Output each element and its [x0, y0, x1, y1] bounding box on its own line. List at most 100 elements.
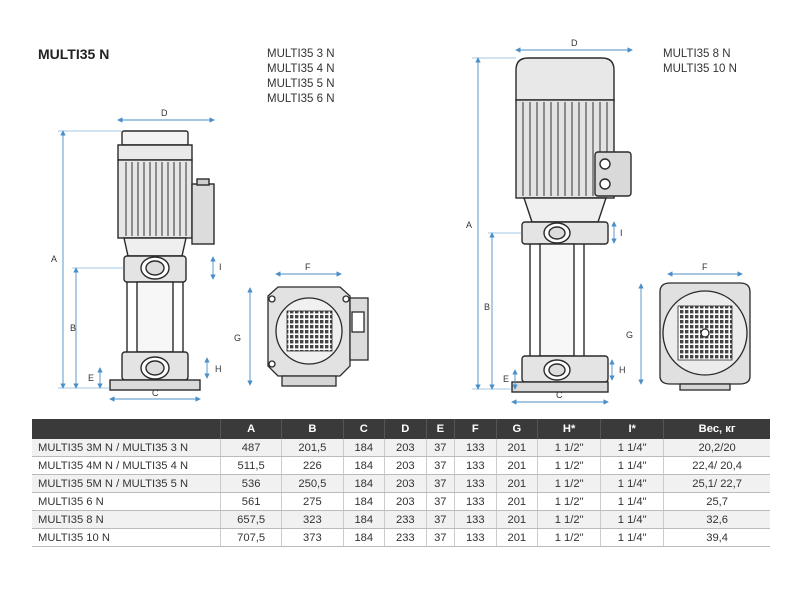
dim-label-h: H [215, 364, 222, 374]
dimensions-right-top [638, 271, 743, 385]
dimensions-table: A B C D E F G H* I* Вес, кг MULTI35 3M N… [32, 419, 770, 547]
col-header-d: D [384, 419, 427, 439]
dimensions-left-top [247, 271, 342, 386]
cell: 37 [426, 510, 456, 529]
cell: 226 [281, 456, 344, 475]
cell: 201 [496, 474, 539, 493]
model-label: MULTI35 3 N [267, 48, 335, 60]
cell: 201,5 [281, 439, 344, 457]
col-header-g: G [496, 419, 539, 439]
cell: 1 1/2" [537, 474, 602, 493]
cell: 1 1/2" [537, 510, 602, 529]
col-header-h: H* [537, 419, 602, 439]
dim-label-e-right: E [503, 374, 509, 384]
cell-model: MULTI35 3M N / MULTI35 3 N [32, 439, 221, 457]
cell: 373 [281, 528, 344, 547]
cell-model: MULTI35 6 N [32, 492, 221, 511]
dim-label-c: C [152, 388, 159, 398]
dim-label-h-right: H [619, 365, 626, 375]
pump-left-side-view [109, 130, 215, 391]
cell: 184 [343, 456, 386, 475]
cell: 250,5 [281, 474, 344, 493]
table-header-row: A B C D E F G H* I* Вес, кг [32, 419, 770, 439]
cell: 37 [426, 492, 456, 511]
cell-weight: 39,4 [663, 528, 770, 547]
dim-label-i-right: I [620, 228, 623, 238]
cell: 1 1/2" [537, 492, 602, 511]
dim-label-g-right: G [626, 330, 633, 340]
cell-model: MULTI35 10 N [32, 528, 221, 547]
cell: 561 [220, 492, 283, 511]
model-label: MULTI35 5 N [267, 78, 335, 90]
cell: 203 [384, 492, 427, 511]
cell: 323 [281, 510, 344, 529]
cell: 1 1/4" [600, 510, 665, 529]
cell: 133 [454, 474, 497, 493]
cell: 201 [496, 492, 539, 511]
dim-label-a-right: A [466, 220, 472, 230]
cell: 203 [384, 439, 427, 457]
cell: 1 1/4" [600, 528, 665, 547]
cell: 133 [454, 492, 497, 511]
cell: 201 [496, 528, 539, 547]
cell: 133 [454, 528, 497, 547]
model-label: MULTI35 8 N [663, 48, 731, 60]
cell-model: MULTI35 5M N / MULTI35 5 N [32, 474, 221, 493]
dim-label-g-left: G [234, 333, 241, 343]
cell-weight: 20,2/20 [663, 439, 770, 457]
dim-label-f-right: F [702, 262, 708, 272]
dim-label-f-left: F [305, 262, 311, 272]
col-header-i: I* [600, 419, 665, 439]
table-row: MULTI35 10 N 707,5 373 184 233 37 133 20… [32, 528, 770, 547]
col-header-b: B [281, 419, 344, 439]
model-label: MULTI35 6 N [267, 93, 335, 105]
cell: 201 [496, 510, 539, 529]
model-label: MULTI35 10 N [663, 63, 737, 75]
diagram-title: MULTI35 N [38, 46, 110, 62]
cell-weight: 25,7 [663, 492, 770, 511]
col-header-weight: Вес, кг [663, 419, 770, 439]
models-list-left: MULTI35 3 N MULTI35 4 N MULTI35 5 N MULT… [267, 47, 335, 107]
cell: 37 [426, 474, 456, 493]
cell: 203 [384, 456, 427, 475]
table-row: MULTI35 8 N 657,5 323 184 233 37 133 201… [32, 510, 770, 529]
table-row: MULTI35 6 N 561 275 184 203 37 133 201 1… [32, 492, 770, 511]
cell-model: MULTI35 4M N / MULTI35 4 N [32, 456, 221, 475]
cell: 707,5 [220, 528, 283, 547]
cell-weight: 25,1/ 22,7 [663, 474, 770, 493]
cell: 536 [220, 474, 283, 493]
dimensions-left [58, 117, 216, 402]
cell: 1 1/4" [600, 492, 665, 511]
cell: 184 [343, 474, 386, 493]
cell: 233 [384, 510, 427, 529]
table-row: MULTI35 4M N / MULTI35 4 N 511,5 226 184… [32, 456, 770, 475]
cell: 37 [426, 528, 456, 547]
dim-label-b: B [70, 323, 76, 333]
col-header-f: F [454, 419, 497, 439]
technical-drawing: A B C D E I H F G [51, 38, 751, 405]
dim-label-d: D [161, 108, 168, 118]
cell: 133 [454, 439, 497, 457]
dim-label-d-right: D [571, 38, 578, 48]
cell: 487 [220, 439, 283, 457]
dimensions-right [472, 47, 633, 405]
cell: 1 1/2" [537, 439, 602, 457]
cell: 233 [384, 528, 427, 547]
cell: 1 1/4" [600, 439, 665, 457]
cell: 133 [454, 456, 497, 475]
cell: 201 [496, 439, 539, 457]
cell: 184 [343, 439, 386, 457]
col-header-a: A [220, 419, 283, 439]
dim-label-b-right: B [484, 302, 490, 312]
cell: 37 [426, 456, 456, 475]
cell: 1 1/2" [537, 528, 602, 547]
col-header-c: C [343, 419, 386, 439]
cell: 1 1/2" [537, 456, 602, 475]
pump-right-top-view [659, 282, 751, 391]
cell: 1 1/4" [600, 474, 665, 493]
table-row: MULTI35 5M N / MULTI35 5 N 536 250,5 184… [32, 474, 770, 493]
cell: 184 [343, 492, 386, 511]
cell: 1 1/4" [600, 456, 665, 475]
dim-label-c-right: C [556, 390, 563, 400]
cell: 37 [426, 439, 456, 457]
